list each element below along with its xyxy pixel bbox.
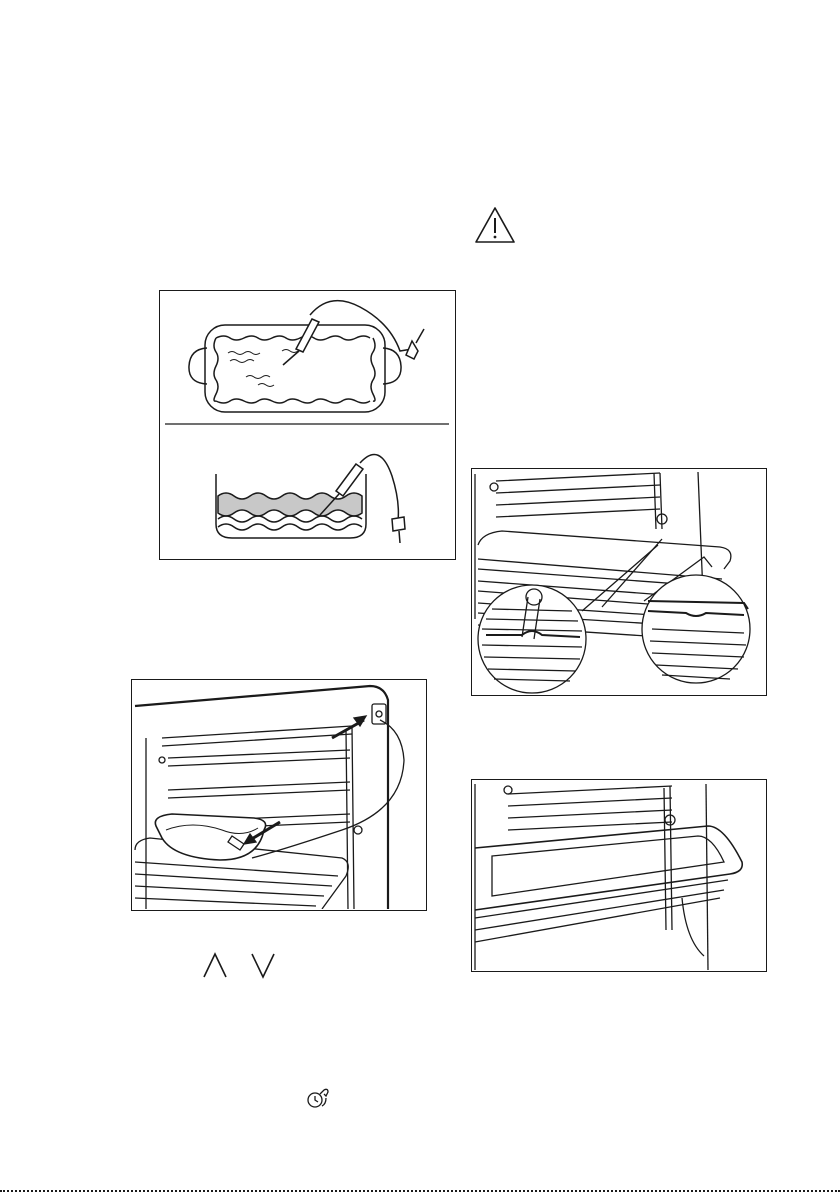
chevron-down-wrap: [250, 951, 276, 979]
probe-function-wrap: [306, 1088, 330, 1110]
probe-function-icon: [306, 1088, 330, 1110]
figure-probe-in-oven: [131, 679, 427, 911]
page-footer-rule: [0, 1187, 840, 1192]
figure-wire-shelf-detail: [471, 468, 767, 696]
warning-triangle-icon: [474, 206, 516, 244]
figure-probe-in-food: [159, 290, 456, 560]
chevron-down-icon: [250, 951, 276, 979]
chevron-up-wrap: [202, 951, 228, 979]
roasting-dish: [189, 301, 424, 412]
figure-deep-pan-on-runners: [471, 779, 767, 972]
warning-icon-wrap: [474, 206, 516, 244]
pot-with-liquid: [216, 455, 405, 543]
chevron-up-icon: [202, 951, 228, 979]
